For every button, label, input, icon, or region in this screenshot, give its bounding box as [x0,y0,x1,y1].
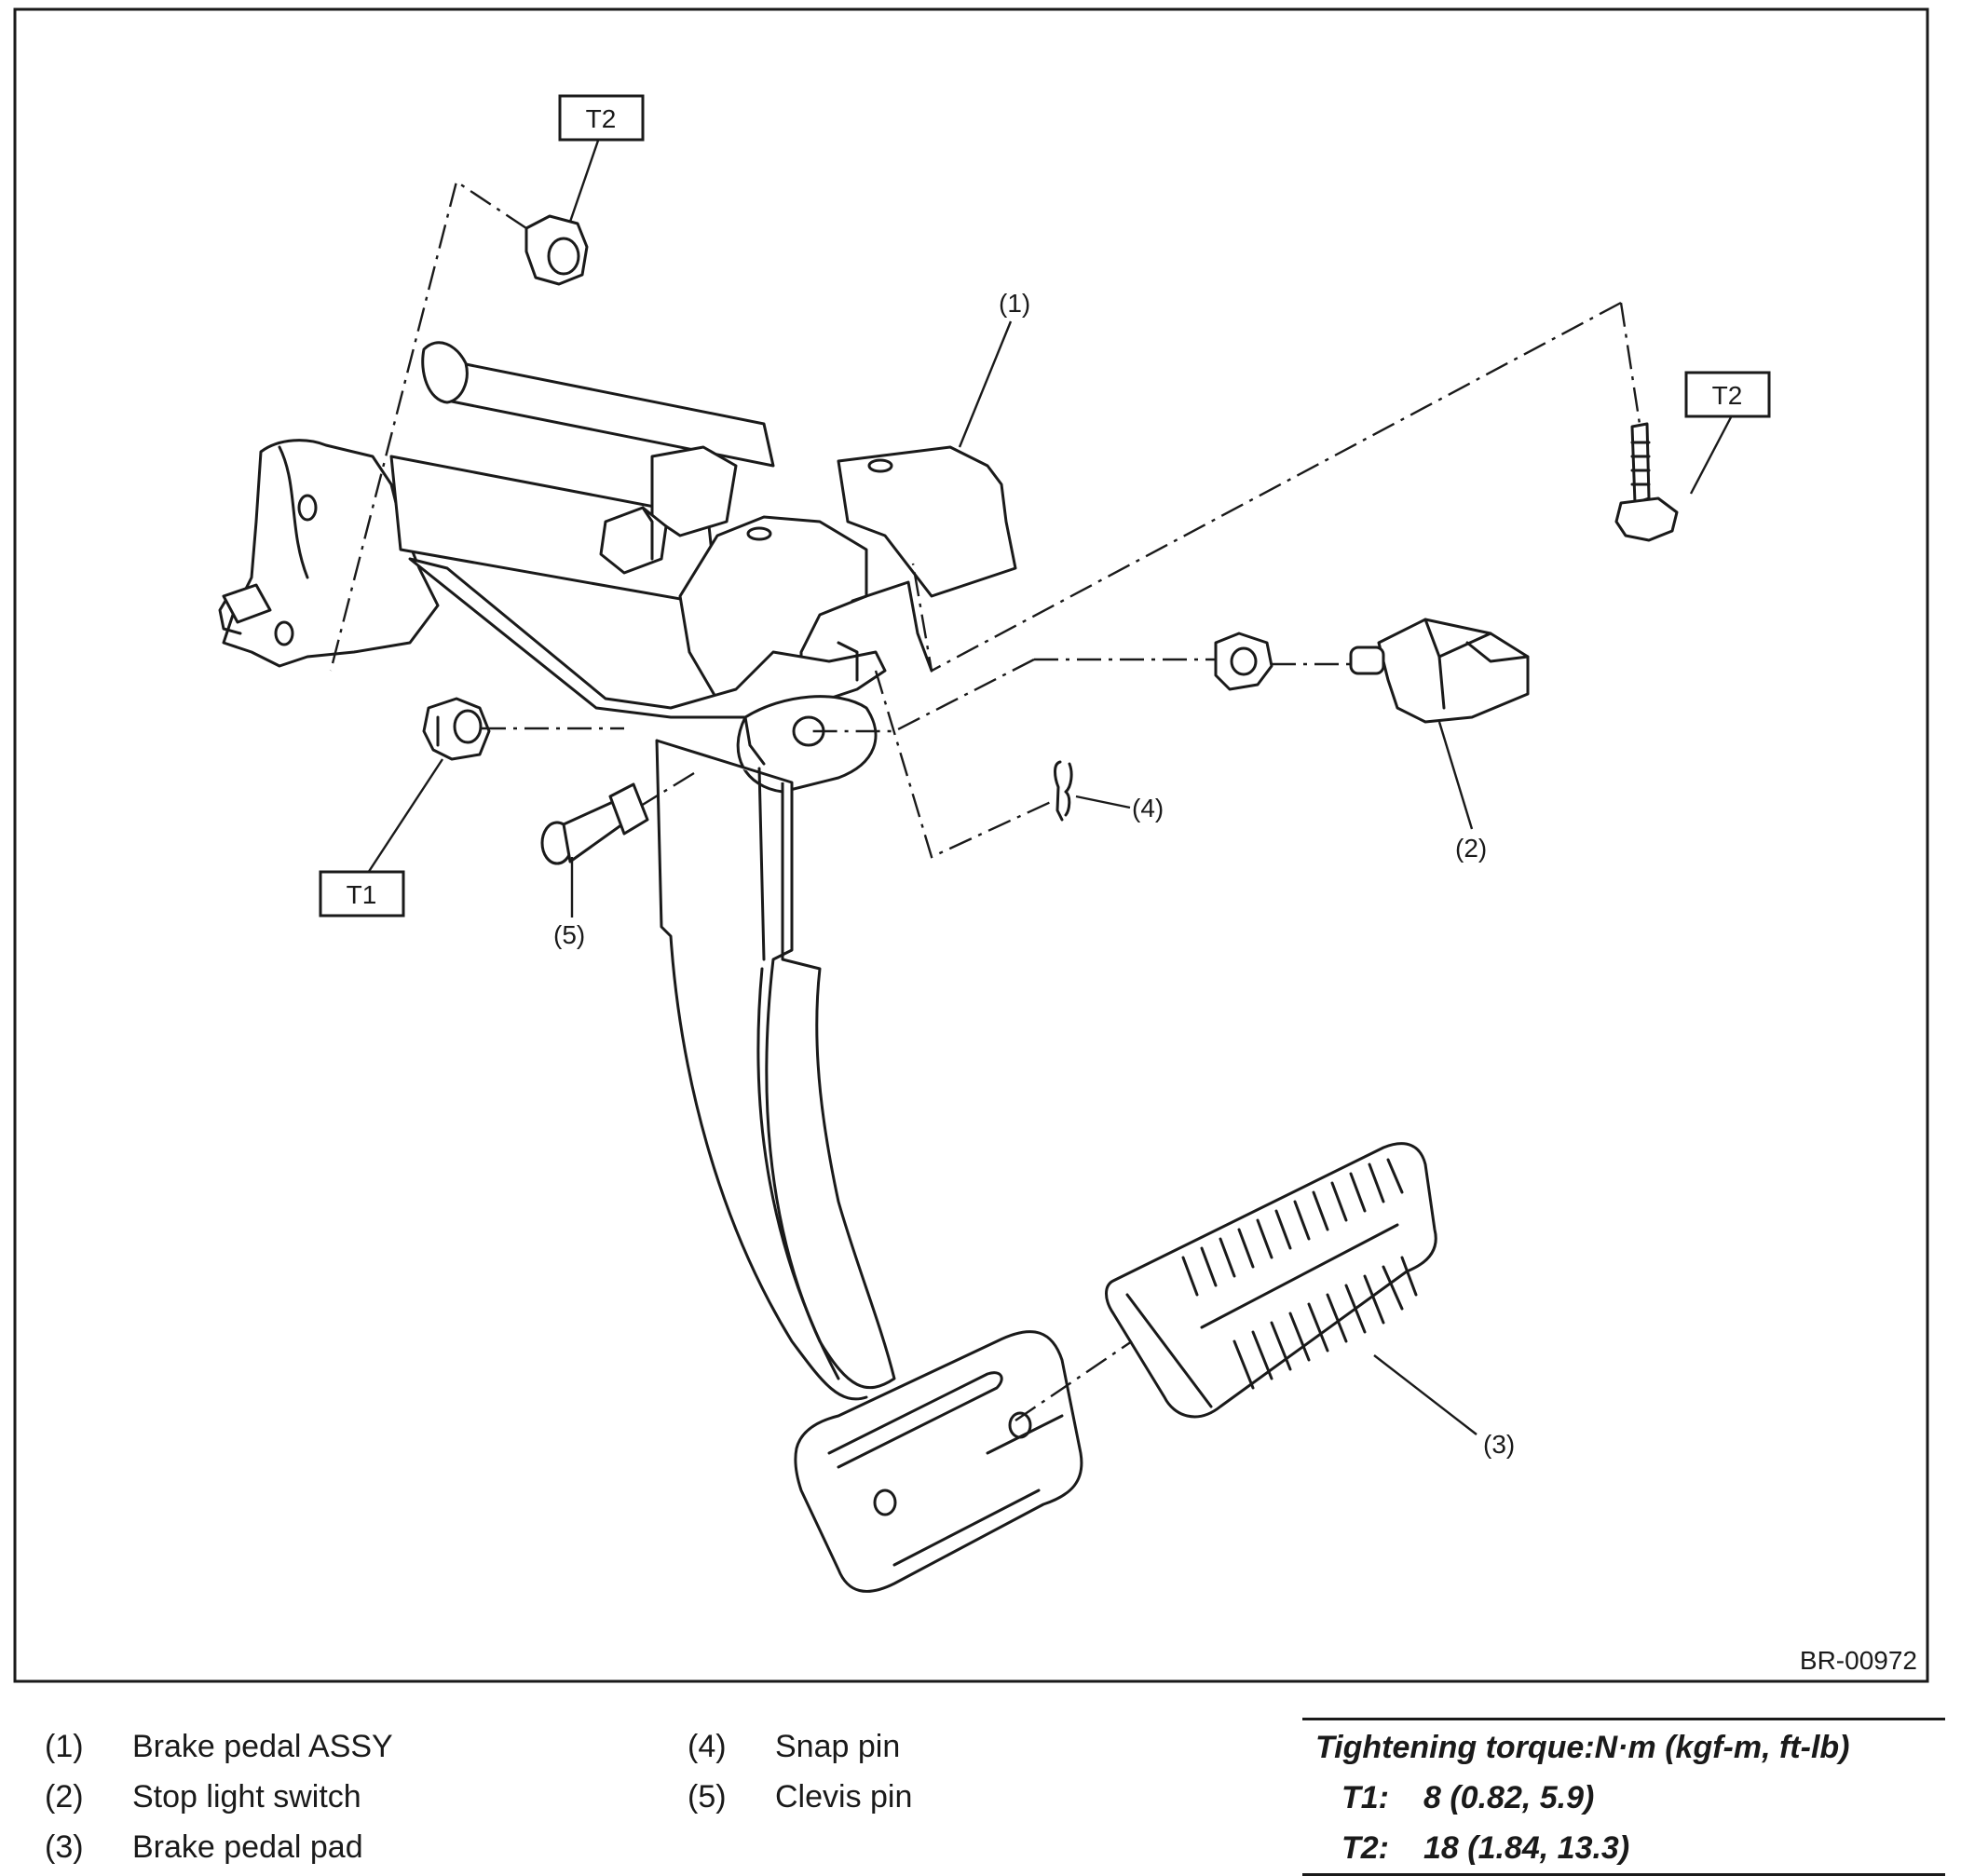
legend-column-middle: (4) Snap pin (5) Clevis pin [688,1721,912,1822]
torque-tag-label: T2 [1712,381,1743,410]
leader-lines [366,137,1733,1435]
torque-key: T2: [1341,1830,1389,1866]
legend-item: (1) Brake pedal ASSY [45,1721,393,1772]
figure-code: BR-00972 [1800,1646,1917,1675]
brake-pedal-pad [1105,1142,1437,1419]
clevis-pin [540,782,649,865]
legend-number: (4) [688,1729,727,1764]
callout-5: (5) [553,920,585,949]
legend-item: (2) Stop light switch [45,1772,393,1822]
legend-label: Snap pin [775,1729,901,1764]
torque-tag-t1: T1 [319,870,405,918]
nut-switch [1214,632,1273,691]
torque-tag-t2-right: T2 [1684,371,1771,418]
legend-column-left: (1) Brake pedal ASSY (2) Stop light swit… [45,1721,393,1872]
torque-row: T1: 8 (0.82, 5.9) [1302,1773,1945,1823]
bolt-right [1614,422,1679,542]
legend-item: (5) Clevis pin [688,1772,912,1822]
torque-table-bottom-rule [1302,1873,1945,1876]
legend-item: (4) Snap pin [688,1721,912,1772]
torque-table: Tightening torque:N·m (kgf-m, ft-lb) T1:… [1302,1718,1945,1876]
torque-tag-label: T2 [586,104,617,133]
assembly-lines [329,180,1641,1421]
legend-label: Brake pedal pad [132,1829,363,1865]
legend-label: Stop light switch [132,1779,361,1815]
flange-nut-top [524,214,589,286]
torque-value: 8 (0.82, 5.9) [1423,1780,1595,1815]
snap-pin [1054,760,1073,822]
torque-value: 18 (1.84, 13.3) [1423,1830,1630,1866]
legend-number: (5) [688,1779,727,1815]
legend-number: (3) [45,1829,84,1865]
torque-key: T1: [1341,1780,1389,1815]
callout-1: (1) [999,289,1030,318]
callout-2: (2) [1455,834,1487,863]
nut-t1 [422,697,491,761]
torque-tag-t2-top: T2 [558,94,645,142]
torque-row: T2: 18 (1.84, 13.3) [1302,1823,1945,1873]
torque-tag-label: T1 [347,880,377,909]
legend-label: Clevis pin [775,1779,913,1815]
diagram-frame [13,7,1929,1683]
pedal-arm [655,739,896,1401]
legend-item: (3) Brake pedal pad [45,1822,393,1872]
legend-number: (1) [45,1729,84,1764]
torque-table-title: Tightening torque:N·m (kgf-m, ft-lb) [1315,1730,1850,1765]
legend-label: Brake pedal ASSY [132,1729,393,1764]
pedal-base-plate [794,1330,1083,1593]
callout-3: (3) [1483,1430,1515,1459]
brake-pedal-assy [218,341,1017,794]
torque-table-top-rule [1302,1718,1945,1720]
callout-4: (4) [1132,794,1164,822]
stop-light-switch [1349,618,1530,724]
legend-number: (2) [45,1779,84,1815]
